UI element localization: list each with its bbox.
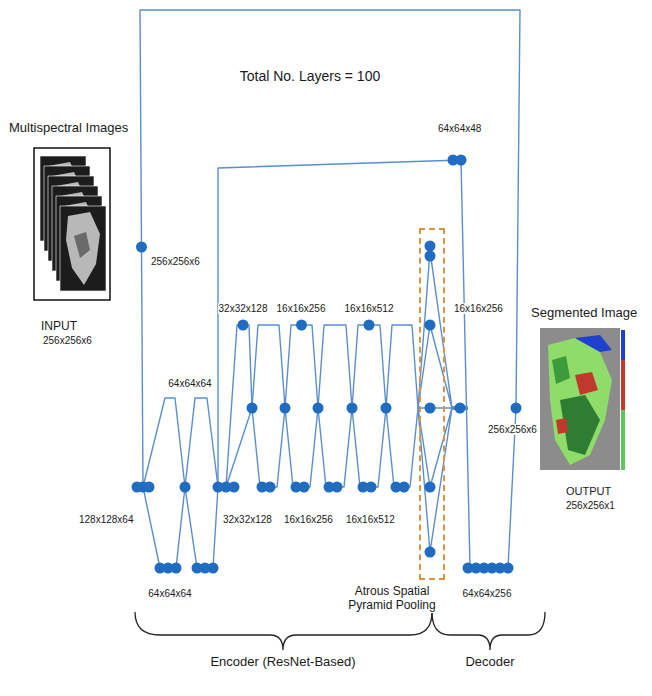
dimension-label: 64x64x48 <box>437 123 482 134</box>
dimension-label: Segmented Image <box>530 306 638 320</box>
map-scale <box>621 360 625 410</box>
dimension-label: OUTPUT <box>565 485 612 497</box>
decoder-links <box>218 160 516 568</box>
dimension-label: 256x256x1 <box>565 500 616 511</box>
input-frame <box>34 148 110 300</box>
dimension-label: 16x16x256 <box>276 303 327 314</box>
aspp-branches <box>418 251 452 552</box>
dimension-label: 64x64x256 <box>462 588 513 599</box>
map-region <box>548 338 612 465</box>
dimension-label: Encoder (ResNet-Based) <box>209 655 356 669</box>
res-block <box>143 398 218 568</box>
map-scale <box>621 330 625 360</box>
dimension-label: 256x256x6 <box>487 424 538 435</box>
dimension-label: 16x16x256 <box>283 514 334 525</box>
dimension-label: Decoder <box>464 655 515 669</box>
map-region <box>575 372 598 395</box>
dimension-label: 16x16x512 <box>344 303 395 314</box>
dimension-label: Total No. Layers = 100 <box>239 69 381 84</box>
segmented-map <box>540 328 625 470</box>
aspp-box: Atrous Spatial Pyramid Pooling <box>419 228 445 580</box>
dimension-label: 256x256x6 <box>150 256 201 267</box>
section-braces <box>135 612 545 650</box>
decoder-brace <box>432 612 545 650</box>
res-block <box>252 408 418 487</box>
map-scale <box>621 410 625 470</box>
dimension-label: 16x16x512 <box>345 514 396 525</box>
dimension-label: 64x64x64 <box>167 378 212 389</box>
map-region <box>552 356 570 384</box>
dimension-label: 256x256x6 <box>42 335 93 346</box>
layer-dots <box>132 155 522 574</box>
map-region <box>556 418 568 434</box>
band-image <box>60 206 106 291</box>
map-region <box>575 335 612 352</box>
dimension-label: Multispectral Images <box>8 121 129 135</box>
input-bands <box>40 156 106 291</box>
res-block <box>252 325 418 408</box>
block-heading: Atrous Spatial Pyramid Pooling <box>337 584 447 613</box>
dimension-label: 16x16x256 <box>453 303 504 314</box>
dimension-label: 128x128x64 <box>78 514 135 525</box>
dimension-label: 64x64x64 <box>147 588 192 599</box>
dimension-label: 32x32x128 <box>218 303 269 314</box>
dimension-label: 32x32x128 <box>222 514 273 525</box>
dimension-label: INPUT <box>40 320 78 333</box>
map-ground <box>540 328 620 470</box>
encoder-brace <box>135 612 432 650</box>
